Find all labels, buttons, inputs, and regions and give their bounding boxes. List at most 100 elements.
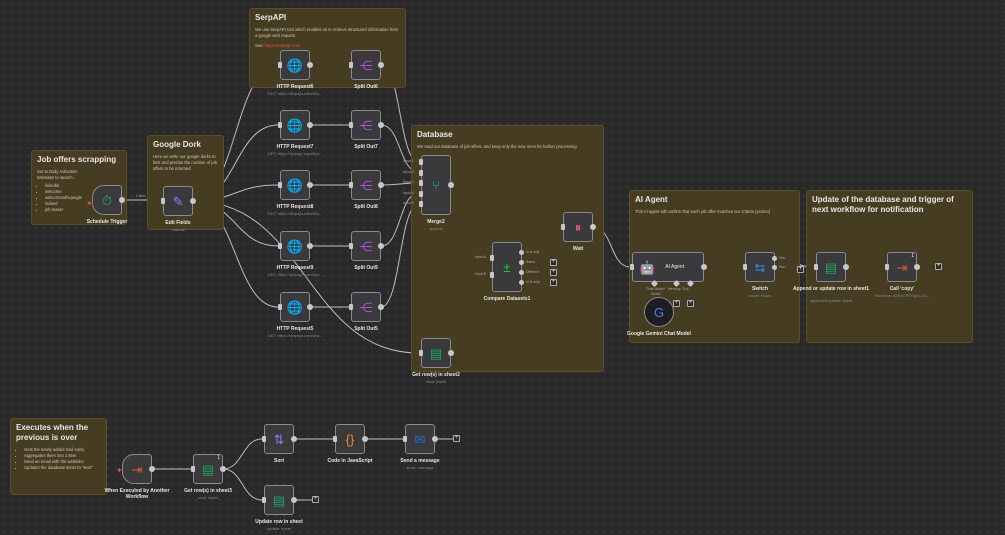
- http9-node[interactable]: 🌐: [280, 231, 310, 261]
- schedule-node[interactable]: ⏱: [92, 185, 122, 215]
- input-port[interactable]: [561, 224, 565, 230]
- output-port[interactable]: [307, 182, 313, 188]
- agent-node[interactable]: 🤖AI Agent: [632, 252, 704, 282]
- input-port[interactable]: [349, 62, 353, 68]
- compare-input-port[interactable]: [490, 255, 494, 261]
- output-port[interactable]: [378, 62, 384, 68]
- add-node-button[interactable]: +: [550, 259, 557, 266]
- switch-output-port[interactable]: [772, 256, 777, 261]
- output-port[interactable]: [701, 264, 707, 270]
- add-node-button[interactable]: +: [935, 263, 942, 270]
- input-port[interactable]: [349, 122, 353, 128]
- compare-output-port[interactable]: [519, 250, 524, 255]
- output-port[interactable]: [590, 224, 596, 230]
- wait-node[interactable]: ⏸: [563, 212, 593, 242]
- http5-node[interactable]: 🌐: [280, 292, 310, 322]
- add-node-button[interactable]: +: [550, 279, 557, 286]
- split8-node[interactable]: ⋲: [351, 170, 381, 200]
- output-port[interactable]: [378, 182, 384, 188]
- output-port[interactable]: [307, 122, 313, 128]
- add-node-button[interactable]: +: [453, 435, 460, 442]
- input-port[interactable]: [161, 198, 165, 204]
- input-port[interactable]: [278, 122, 282, 128]
- compare-output-port[interactable]: [519, 260, 524, 265]
- input-port[interactable]: [349, 243, 353, 249]
- input-port[interactable]: [278, 62, 282, 68]
- split5-node[interactable]: ⋲: [351, 292, 381, 322]
- http8-node[interactable]: 🌐: [280, 170, 310, 200]
- output-port[interactable]: [220, 466, 226, 472]
- split6-node[interactable]: ⋲: [351, 50, 381, 80]
- getrows3-node[interactable]: ▤1: [193, 454, 223, 484]
- output-port[interactable]: [362, 436, 368, 442]
- output-port[interactable]: [291, 436, 297, 442]
- add-node-button[interactable]: +: [312, 496, 319, 503]
- compare-output-port[interactable]: [519, 270, 524, 275]
- compare-output-port[interactable]: [519, 280, 524, 285]
- connection-edge[interactable]: [222, 468, 263, 501]
- whenexec-icon: ⇥: [131, 461, 143, 477]
- code-node[interactable]: {}: [335, 424, 365, 454]
- updrow-node[interactable]: ▤: [264, 485, 294, 515]
- merge-input-port[interactable]: [419, 180, 423, 186]
- input-port[interactable]: [278, 182, 282, 188]
- output-port[interactable]: [291, 497, 297, 503]
- input-port[interactable]: [419, 350, 423, 356]
- split9-node[interactable]: ⋲: [351, 231, 381, 261]
- append-node[interactable]: ▤: [816, 252, 846, 282]
- output-port[interactable]: [448, 350, 454, 356]
- input-port[interactable]: [349, 182, 353, 188]
- split7-node[interactable]: ⋲: [351, 110, 381, 140]
- output-port[interactable]: [378, 243, 384, 249]
- sort-node[interactable]: ⇅: [264, 424, 294, 454]
- input-port[interactable]: [191, 466, 195, 472]
- input-port[interactable]: [885, 264, 889, 270]
- output-port[interactable]: [378, 122, 384, 128]
- output-port[interactable]: [119, 197, 125, 203]
- output-port[interactable]: [149, 466, 155, 472]
- add-node-button[interactable]: +: [550, 269, 557, 276]
- http7-node[interactable]: 🌐: [280, 110, 310, 140]
- output-port[interactable]: [307, 243, 313, 249]
- merge-input-port[interactable]: [419, 169, 423, 176]
- merge-node[interactable]: ⑂: [421, 155, 451, 215]
- input-port[interactable]: [403, 436, 407, 442]
- gemini-node[interactable]: G: [644, 297, 674, 327]
- compare-node[interactable]: ±: [492, 242, 522, 292]
- input-port[interactable]: [743, 264, 747, 270]
- input-port[interactable]: [333, 436, 337, 442]
- merge-input-port[interactable]: [419, 201, 423, 207]
- connection-edge[interactable]: [222, 438, 263, 470]
- switch-node[interactable]: ⇆: [745, 252, 775, 282]
- input-port[interactable]: [349, 304, 353, 310]
- output-port[interactable]: [190, 198, 196, 204]
- connection-edge[interactable]: [192, 200, 420, 354]
- serpapi-link[interactable]: https://serpapi.com: [264, 43, 301, 48]
- whenexec-node[interactable]: ⇥: [122, 454, 152, 484]
- send-node[interactable]: ✉: [405, 424, 435, 454]
- input-port[interactable]: [630, 264, 634, 270]
- output-port[interactable]: [843, 264, 849, 270]
- input-port[interactable]: [278, 243, 282, 249]
- output-port[interactable]: [307, 304, 313, 310]
- add-node-button[interactable]: +: [797, 266, 804, 273]
- add-node-button[interactable]: +: [673, 300, 680, 307]
- input-port[interactable]: [262, 497, 266, 503]
- getrows2-node[interactable]: ▤: [421, 338, 451, 368]
- switch-output-port[interactable]: [772, 265, 777, 270]
- output-port[interactable]: [448, 182, 454, 188]
- output-port[interactable]: [378, 304, 384, 310]
- merge-input-port[interactable]: [419, 190, 423, 197]
- output-port[interactable]: [432, 436, 438, 442]
- add-node-button[interactable]: +: [687, 300, 694, 307]
- http6-node[interactable]: 🌐: [280, 50, 310, 80]
- compare-input-port[interactable]: [490, 272, 494, 278]
- input-port[interactable]: [262, 436, 266, 442]
- output-port[interactable]: [307, 62, 313, 68]
- merge-input-port[interactable]: [419, 159, 423, 165]
- edit-node[interactable]: ✎: [163, 186, 193, 216]
- input-port[interactable]: [814, 264, 818, 270]
- output-port[interactable]: [914, 264, 920, 270]
- input-port[interactable]: [278, 304, 282, 310]
- call-node[interactable]: ⇥1: [887, 252, 917, 282]
